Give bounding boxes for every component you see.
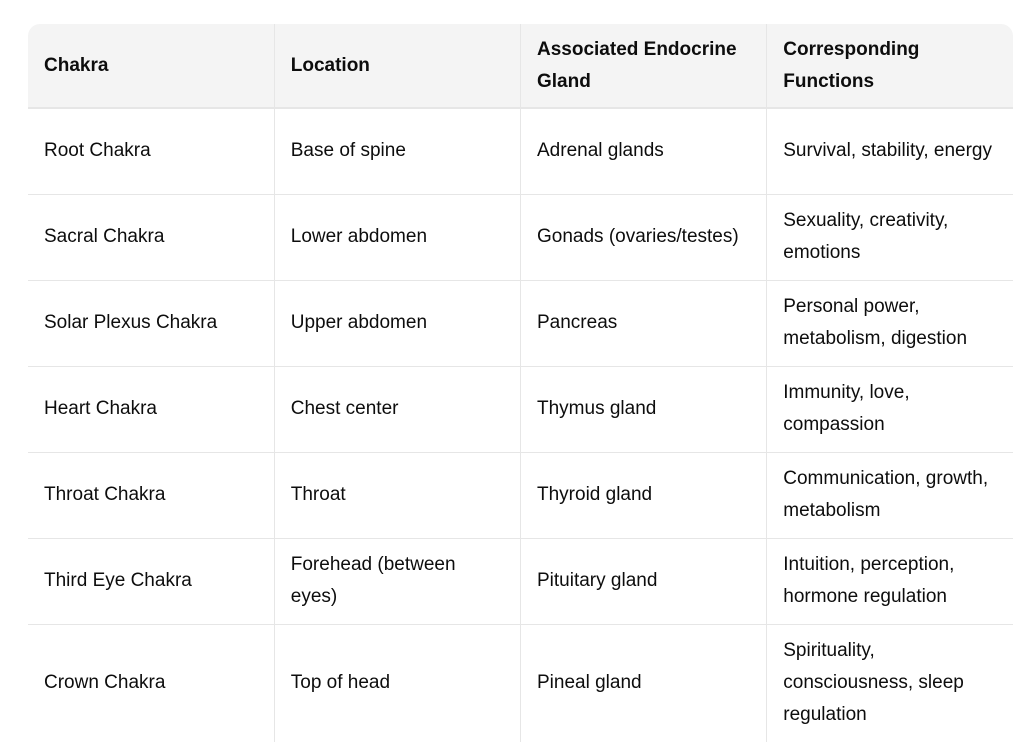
header-chakra: Chakra bbox=[28, 24, 275, 109]
cell-location: Forehead (between eyes) bbox=[273, 538, 521, 625]
cell-functions: Immunity, love, compassion bbox=[766, 366, 1013, 453]
cell-location: Throat bbox=[273, 452, 521, 539]
cell-functions: Communication, growth, metabolism bbox=[766, 452, 1013, 539]
cell-chakra: Heart Chakra bbox=[28, 366, 275, 453]
cell-functions: Spirituality, consciousness, sleep regul… bbox=[766, 624, 1013, 742]
cell-gland: Thyroid gland bbox=[519, 452, 767, 539]
cell-chakra: Third Eye Chakra bbox=[28, 538, 275, 625]
table-header-row: Chakra Location Associated Endocrine Gla… bbox=[28, 24, 1013, 109]
cell-location: Lower abdomen bbox=[273, 194, 521, 281]
cell-gland: Gonads (ovaries/testes) bbox=[519, 194, 767, 281]
chakra-table-container: Chakra Location Associated Endocrine Gla… bbox=[28, 24, 1013, 742]
cell-location: Top of head bbox=[273, 624, 521, 742]
cell-gland: Thymus gland bbox=[519, 366, 767, 453]
cell-functions: Survival, stability, energy bbox=[766, 108, 1013, 195]
chakra-table: Chakra Location Associated Endocrine Gla… bbox=[28, 24, 1013, 742]
cell-chakra: Crown Chakra bbox=[44, 672, 166, 694]
header-location: Location bbox=[273, 24, 521, 109]
cell-functions: Sexuality, creativity, emotions bbox=[766, 194, 1013, 281]
cell-location: Upper abdomen bbox=[273, 280, 521, 367]
cell-chakra: Sacral Chakra bbox=[28, 194, 275, 281]
cell-chakra: Solar Plexus Chakra bbox=[28, 280, 275, 367]
cell-gland: Pineal gland bbox=[519, 624, 767, 742]
cell-gland: Pancreas bbox=[519, 280, 767, 367]
cell-chakra: Throat Chakra bbox=[28, 452, 275, 539]
cell-gland: Adrenal glands bbox=[519, 108, 767, 195]
cell-functions: Personal power, metabolism, digestion bbox=[766, 280, 1013, 367]
cell-chakra: Root Chakra bbox=[28, 108, 275, 195]
cell-gland: Pituitary gland bbox=[519, 538, 767, 625]
header-functions: Corresponding Functions bbox=[766, 24, 1013, 109]
cell-functions: Intuition, perception, hormone regulatio… bbox=[766, 538, 1013, 625]
cell-location: Chest center bbox=[273, 366, 521, 453]
cell-location: Base of spine bbox=[273, 108, 521, 195]
header-gland: Associated Endocrine Gland bbox=[519, 24, 767, 109]
